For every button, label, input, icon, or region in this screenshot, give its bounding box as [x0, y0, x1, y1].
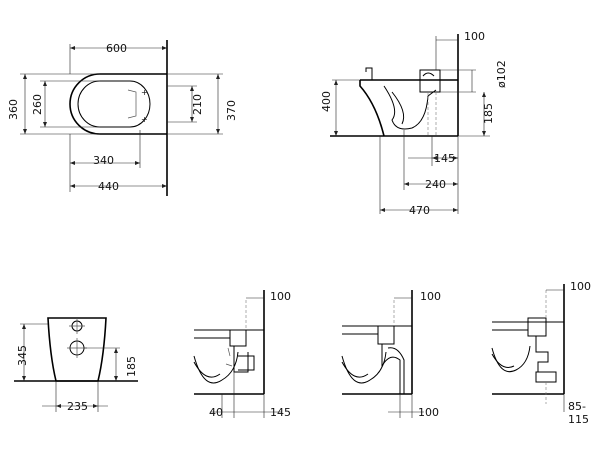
bowl-profile — [359, 79, 458, 137]
dim-40: 40 — [209, 406, 223, 419]
dim-210: 210 — [191, 94, 204, 115]
bowl-opening — [77, 80, 151, 128]
dim-235: 235 — [67, 400, 88, 413]
dim-470: 470 — [409, 204, 430, 217]
dim-145-v1: 145 — [270, 406, 291, 419]
dim-100-v1: 100 — [270, 290, 291, 303]
dim-600: 600 — [106, 42, 127, 55]
dim-100-side: 100 — [464, 30, 485, 43]
dim-345: 345 — [16, 345, 29, 366]
front-view: 345 185 235 — [14, 317, 138, 413]
svg-text:+: + — [141, 88, 148, 97]
dim-145-side: 145 — [434, 152, 455, 165]
dim-range-b: 115 — [568, 413, 589, 426]
dim-260: 260 — [31, 94, 44, 115]
dim-100-v2-top: 100 — [420, 290, 441, 303]
installation-variant-2: 100 100 — [341, 290, 441, 419]
dim-440: 440 — [98, 180, 119, 193]
dim-range-a: 85- — [568, 400, 586, 413]
dim-100-v2-bottom: 100 — [418, 406, 439, 419]
dim-370: 370 — [225, 100, 238, 121]
dim-240: 240 — [425, 178, 446, 191]
dim-100-v3: 100 — [570, 280, 591, 293]
dim-360: 360 — [7, 99, 20, 120]
dim-340: 340 — [93, 154, 114, 167]
trap-outline — [383, 85, 437, 130]
top-view: + + 600 360 260 210 370 340 — [7, 40, 238, 196]
side-view: 100 ø102 400 185 145 240 470 — [320, 30, 508, 217]
installation-variant-1: 100 40 145 — [193, 290, 291, 419]
dim-185-front: 185 — [125, 356, 138, 377]
dim-185-side: 185 — [482, 103, 495, 124]
bowl-outline-top — [69, 73, 167, 135]
dim-400: 400 — [320, 91, 333, 112]
dim-diameter: ø102 — [495, 60, 508, 88]
installation-variant-3: 100 85- 115 — [491, 280, 591, 426]
svg-text:+: + — [141, 115, 148, 124]
